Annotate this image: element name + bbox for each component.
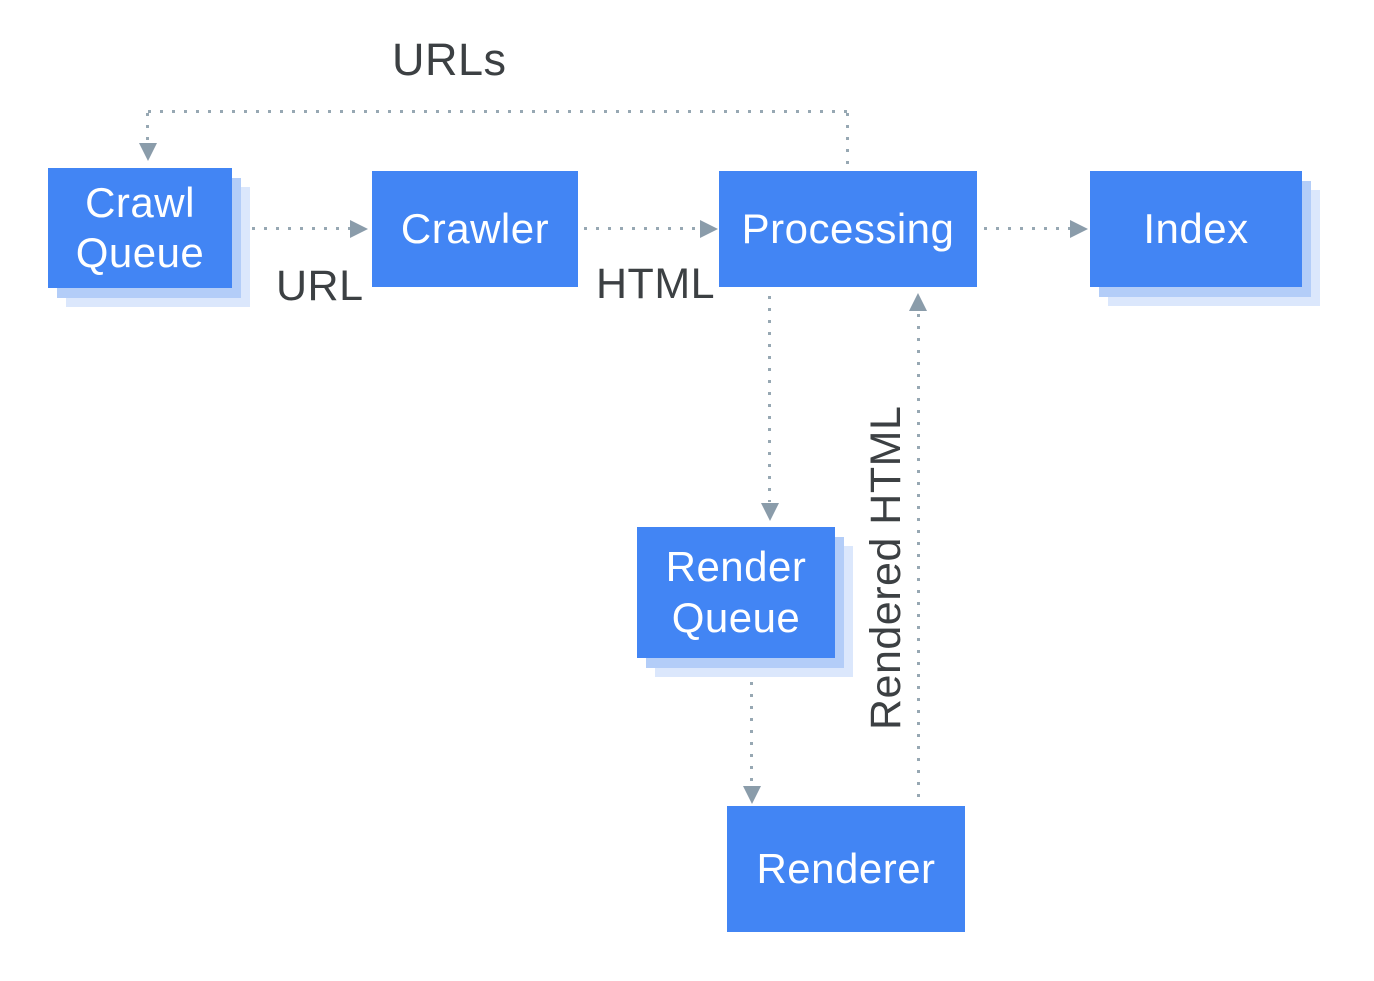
node-processing: Processing: [719, 171, 977, 287]
edge-label-rendered-html: Rendered HTML: [862, 405, 910, 730]
edge-processing-to-crawl-queue-line-horizontal: [148, 110, 849, 113]
node-renderer-label: Renderer: [756, 844, 936, 892]
arrowhead-down-icon: [139, 143, 157, 161]
edge-label-html: HTML: [596, 260, 716, 308]
edge-label-urls: URLs: [392, 34, 507, 85]
node-crawler-label: Crawler: [400, 204, 550, 252]
edge-label-url: URL: [276, 262, 364, 310]
arrowhead-right-icon: [350, 220, 368, 238]
node-crawl-queue: Crawl Queue: [48, 168, 232, 288]
edge-processing-to-crawl-queue-line-vertical-right: [846, 113, 849, 171]
edge-render-queue-to-renderer-line: [750, 682, 753, 786]
edge-crawler-to-processing-line: [584, 227, 700, 230]
edge-renderer-to-processing-line: [917, 314, 920, 806]
arrowhead-down-icon: [743, 786, 761, 804]
edge-processing-to-render-queue-line: [768, 296, 771, 502]
arrowhead-right-icon: [700, 220, 718, 238]
node-processing-label: Processing: [741, 204, 955, 252]
edge-processing-to-index-line: [984, 227, 1070, 230]
node-renderer: Renderer: [727, 806, 965, 932]
edge-crawl-queue-to-crawler-line: [252, 227, 350, 230]
node-index-label: Index: [1143, 204, 1249, 252]
arrowhead-right-icon: [1070, 220, 1088, 238]
arrowhead-down-icon: [761, 503, 779, 521]
node-render-queue: Render Queue: [637, 527, 835, 658]
node-crawler: Crawler: [372, 171, 578, 287]
node-index: Index: [1090, 171, 1302, 287]
node-render-queue-label: Render Queue: [665, 543, 807, 641]
arrowhead-up-icon: [909, 293, 927, 311]
edge-processing-to-crawl-queue-line-vertical-left: [146, 113, 149, 143]
node-crawl-queue-label: Crawl Queue: [75, 178, 205, 276]
